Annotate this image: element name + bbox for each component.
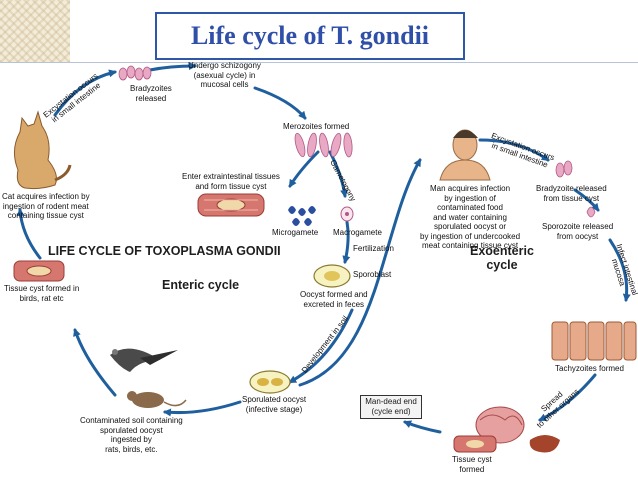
label-man-line2: by ingestion of [444,193,496,203]
label-sporozoite-line1: Sporozoite released [542,222,614,231]
label-man-line6: by ingestion of undercooked [420,231,521,241]
sporulated-oocyst-illustration [249,370,291,394]
label-oocyst-feces: Oocyst formed and excreted in feces [300,290,368,309]
arrow-tachyzoites-to-spread [538,373,597,422]
label-cat-infection: Cat acquires infection by ingestion of r… [2,192,90,221]
label-sporozoite-line2: from oocyst [556,231,599,241]
label-contaminated-soil: Contaminated soil containing sporulated … [80,416,183,454]
label-sporulated-line2: (infective stage) [245,404,303,414]
label-cat-line1: Cat acquires infection by [2,192,90,201]
label-sporoblast: Sporoblast [353,270,392,279]
sporozoite-illustration [586,206,596,218]
label-cyst-formed-line1: Tissue cyst [452,455,492,464]
arrow-schizogony-to-merozoites [253,86,307,120]
arrow-birds-to-cat [16,208,42,260]
label-man-line1: Man acquires infection [430,184,511,193]
bradyzoite-right-illustration [555,160,573,178]
arrow-soil-to-birds [73,328,117,397]
header-rule [0,62,638,63]
label-microgamete: Microgamete [272,228,319,237]
heading-enteric: Enteric cycle [162,278,240,292]
tachyzoites-cells [551,321,637,361]
oocyst-illustration [313,264,351,288]
label-sporulated: Sporulated oocyst (infective stage) [242,395,306,414]
label-man-line4: and water containing [433,212,507,222]
label-soil-line3: ingested by [110,435,152,444]
label-tissue-cyst-birds: Tissue cyst formed in birds, rat etc [4,284,79,303]
label-schizogony: Undergo schizogony (asexual cycle) in mu… [188,61,261,90]
corner-texture [0,0,70,62]
page-title: Life cycle of T. gondii [190,21,430,50]
microgamete-illustration [288,206,316,226]
tissue-cyst-muscle [197,193,265,217]
title-box: Life cycle of T. gondii [155,12,465,60]
label-cyst-formed-line2: formed [459,464,485,474]
label-soil-line4: rats, birds, etc. [105,444,158,454]
label-schizogony-line1: Undergo schizogony [188,61,261,70]
liver-illustration [529,435,560,453]
label-soil-line2: sporulated oocyst [100,425,163,435]
label-extraintestinal: Enter extraintestinal tissues and form t… [182,172,280,191]
arrow-to-dead-end [403,420,442,434]
label-birds-line1: Tissue cyst formed in [4,284,80,293]
label-bradyzoite-tissue: Bradyzoite released from tissue cyst [536,184,607,203]
arrow-cat-to-bradyzoites [53,69,117,117]
label-sporulated-line1: Sporulated oocyst [242,395,307,404]
label-birds-line2: birds, rat etc [19,293,64,303]
arrow-oocyst-to-soil [288,308,354,384]
label-tachyzoites: Tachyzoites formed [555,364,624,373]
label-extraintestinal-line1: Enter extraintestinal tissues [182,172,280,181]
label-oocyst-line2: excreted in feces [303,299,365,309]
heading-main: LIFE CYCLE OF TOXOPLASMA GONDII [48,244,281,258]
arrow-brady-to-sporozoite [573,188,600,212]
label-macrogamete: Macrogamete [333,228,382,237]
label-cat-line3: containing tissue cyst [7,211,84,220]
heading-exoenteric-line1: Exoenteric [470,244,534,258]
arrow-merozoites-to-extra [288,150,320,188]
label-bradyzoites-line1: Bradyzoites [130,84,172,93]
label-man-infection: Man acquires infection by ingestion of c… [420,184,520,251]
arrow-sporulated-to-man [298,158,422,387]
label-merozoites: Merozoites formed [283,122,350,131]
tissue-cyst-bird [13,260,65,282]
label-cat-line2: ingestion of rodent meat [2,201,89,211]
label-man-line7: meat containing tissue cyst [422,241,519,250]
rat-illustration [127,391,187,408]
label-bradyzoites: Bradyzoites released [130,84,172,103]
man-illustration [439,129,491,181]
bird-illustration [110,348,178,372]
arrow-fertilization [342,220,351,264]
label-schizogony-line2: (asexual cycle) in [193,70,256,80]
bradyzoites-illustration [118,65,152,81]
merozoites-illustration [294,132,353,158]
label-man-line5: sporulated oocyst or [434,222,507,231]
label-fertilization: Fertilization [353,244,394,253]
label-soil-line1: Contaminated soil containing [80,416,183,425]
label-schizogony-line3: mucosal cells [200,80,249,89]
arrow-sporulated-to-rodent [163,400,242,417]
label-man-line3: contaminated food [437,203,503,212]
dead-end-box: Man-dead end (cycle end) [360,395,422,419]
arrow-brady-to-schizogony [148,62,197,72]
label-dead-end-line2: (cycle end) [371,407,411,416]
label-tissue-cyst-formed: Tissue cyst formed [452,455,492,474]
label-brady-tissue-line2: from tissue cyst [543,193,600,203]
label-dead-end-line1: Man-dead end [365,397,417,406]
macrogamete-illustration [340,206,354,222]
heading-exoenteric: Exoenteric cycle [470,244,534,272]
arrow-sporozoite-to-tachyzoites [608,238,631,302]
label-bradyzoites-line2: released [135,93,167,103]
label-oocyst-line1: Oocyst formed and [300,290,368,299]
tissue-cyst-man [453,435,497,453]
brain-illustration [475,406,525,444]
label-extraintestinal-line2: and form tissue cyst [195,181,267,191]
arrow-man-to-excystation [478,138,550,162]
label-brady-tissue-line1: Bradyzoite released [536,184,607,193]
heading-exoenteric-line2: cycle [486,258,518,272]
cat-illustration [14,110,72,190]
label-sporozoite: Sporozoite released from oocyst [542,222,613,241]
